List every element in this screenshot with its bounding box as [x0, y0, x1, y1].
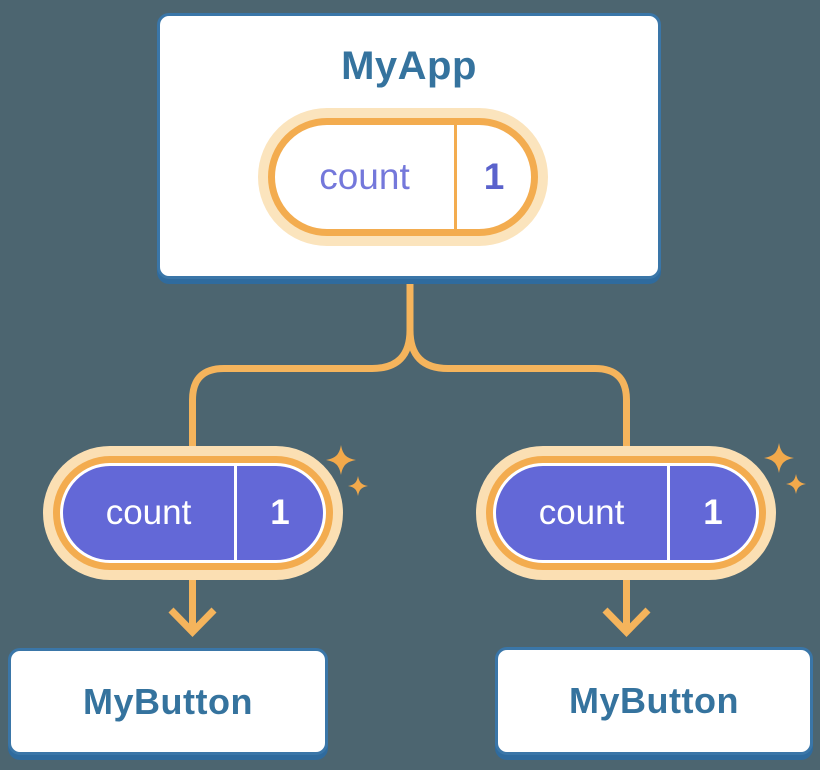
- pill-divider: [667, 466, 670, 560]
- state-label: count: [319, 156, 410, 197]
- pill-divider: [454, 125, 457, 229]
- component-node-mybutton-right: MyButton: [495, 647, 813, 755]
- component-title: MyButton: [569, 680, 739, 721]
- state-value: 1: [270, 493, 290, 532]
- sparkle-icon: [348, 476, 368, 496]
- state-label: count: [538, 493, 625, 532]
- sparkle-icon: [786, 474, 806, 494]
- connector-root-to-left-state: [189, 283, 414, 451]
- connector-root-to-right-state: [406, 329, 630, 449]
- state-pill-root: count 1: [268, 118, 538, 236]
- component-title: MyButton: [83, 680, 253, 722]
- state-value: 1: [703, 493, 723, 532]
- pill-divider: [234, 466, 237, 560]
- sparkle-icon: [326, 445, 356, 475]
- arrowhead-right-icon: [602, 607, 651, 638]
- sparkle-icon: [764, 443, 794, 473]
- arrowhead-left-icon: [168, 607, 217, 638]
- component-title: MyApp: [341, 44, 477, 88]
- state-label: count: [105, 493, 192, 532]
- state-pill-left-child: count 1: [60, 463, 326, 563]
- component-node-myapp: MyApp count 1: [157, 13, 661, 279]
- state-value: 1: [483, 156, 505, 197]
- state-pill-right-child: count 1: [493, 463, 759, 563]
- component-node-mybutton-left: MyButton: [8, 648, 328, 755]
